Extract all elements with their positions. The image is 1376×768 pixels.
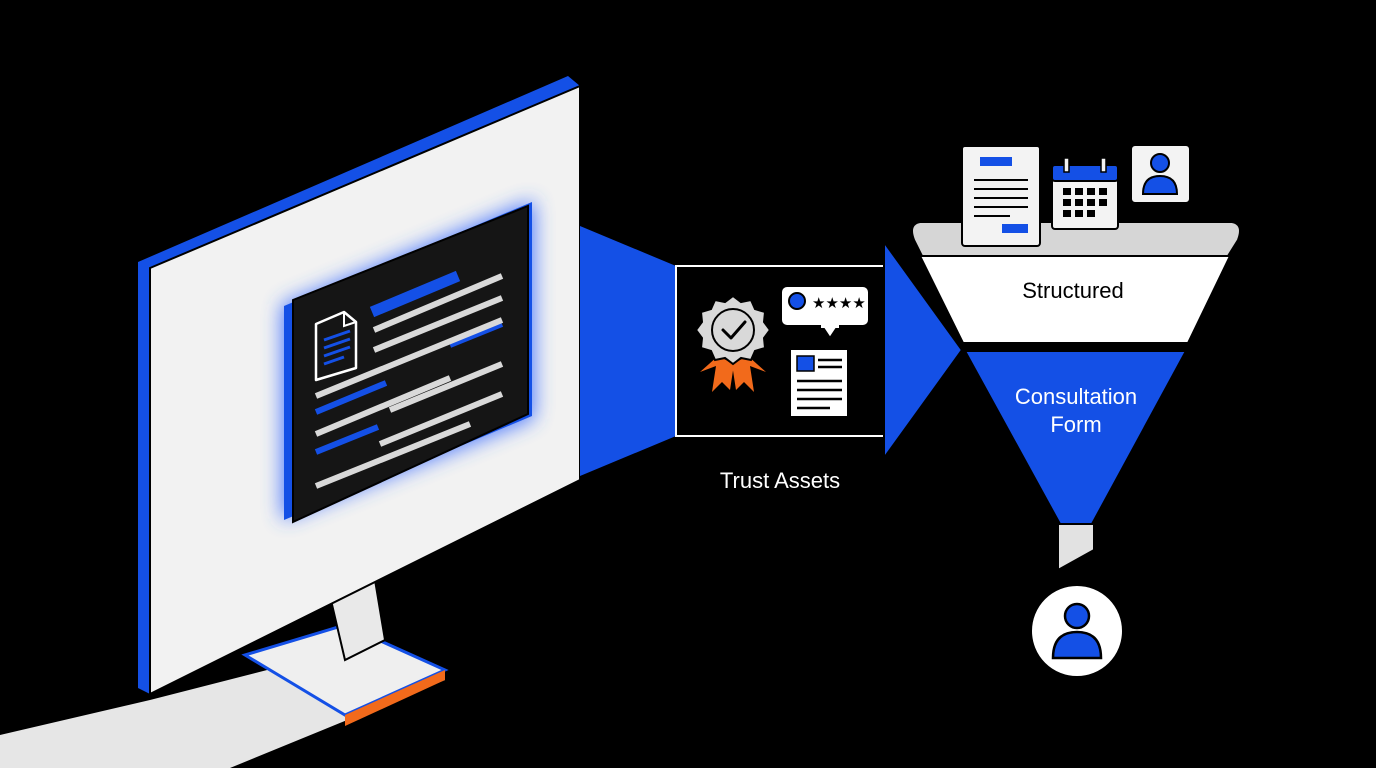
award-badge-icon: [694, 294, 772, 392]
funnel-bottom-label-line1: Consultation: [1015, 384, 1137, 409]
review-icon: ★★★★: [780, 285, 870, 340]
web-page-panel: [282, 200, 534, 524]
funnel-spout: [1057, 523, 1095, 572]
funnel-bottom-label-line2: Form: [1050, 412, 1101, 437]
form-icon: [961, 145, 1041, 247]
review-stars: ★★★★: [812, 295, 866, 312]
user-icon: [1030, 584, 1124, 678]
trust-assets-label: Trust Assets: [720, 468, 840, 493]
projection-beam: [580, 226, 676, 476]
flow-arrow: [883, 238, 964, 462]
calendar-icon: [1051, 157, 1119, 230]
funnel: [911, 221, 1241, 572]
user-card-icon: [1130, 144, 1191, 204]
monitor-stand: [241, 572, 449, 726]
funnel-top-section: [918, 255, 1232, 344]
document-icon: [314, 310, 358, 382]
funnel-bottom-section: [963, 350, 1188, 525]
page-text-lines: [314, 270, 504, 489]
profile-card-icon: [789, 348, 849, 418]
funnel-top-label: Structured: [1022, 278, 1124, 303]
trust-assets-panel: ★★★★: [675, 265, 885, 437]
